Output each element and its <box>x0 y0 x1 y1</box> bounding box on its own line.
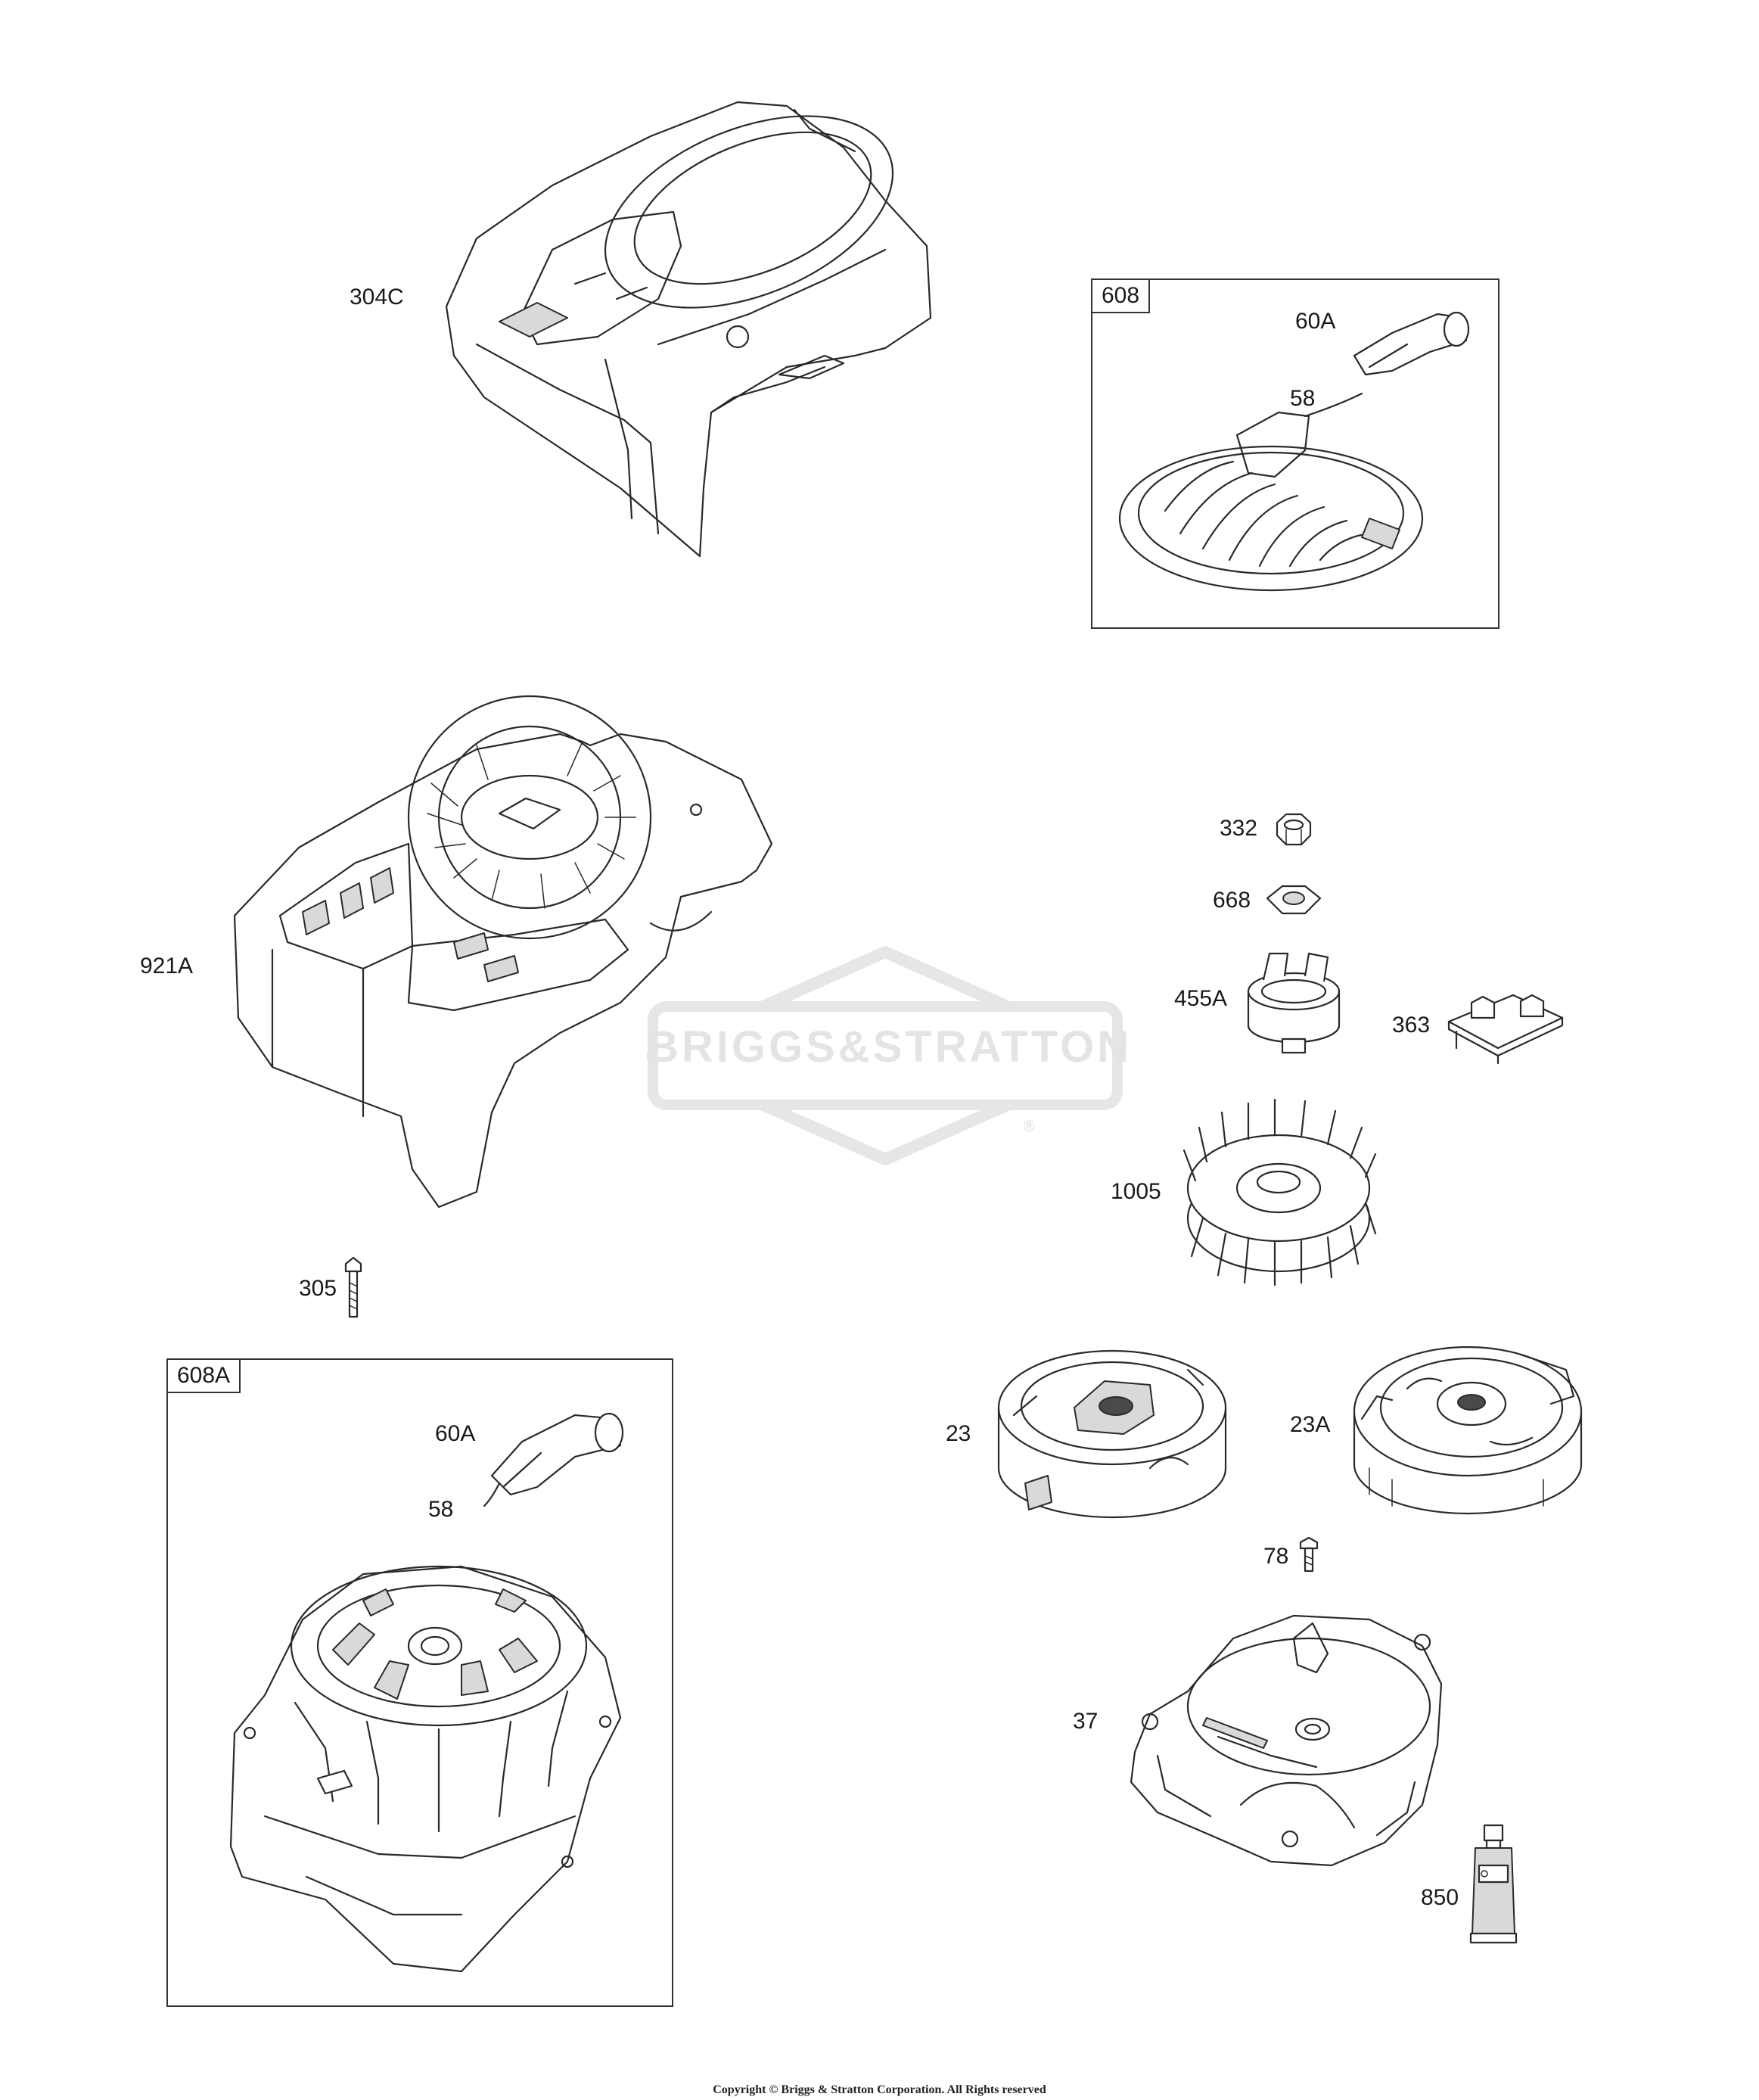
callout-78: 78 <box>1263 1544 1289 1569</box>
callout-37: 37 <box>1073 1709 1099 1734</box>
kit-608-label: 608 <box>1092 280 1151 313</box>
callout-608-58: 58 <box>1290 386 1316 411</box>
watermark-text: BRIGGS&STRATTON <box>647 1022 1133 1072</box>
part-23a-flywheel[interactable] <box>1347 1336 1589 1517</box>
callout-23: 23 <box>946 1421 971 1446</box>
part-608a-60a-starter-handle[interactable] <box>483 1404 628 1507</box>
callout-608-60a: 60A <box>1295 309 1336 334</box>
callout-1005: 1005 <box>1111 1179 1161 1204</box>
callout-608a-58: 58 <box>428 1497 454 1522</box>
watermark-diamond-icon <box>638 945 1133 1166</box>
kit-608a-label: 608A <box>168 1360 241 1393</box>
part-1005-flywheel[interactable] <box>1180 1097 1377 1286</box>
kit-608a-box: 608A <box>166 1358 673 2007</box>
part-608-rewind-starter[interactable] <box>1112 378 1430 592</box>
part-332-nut[interactable] <box>1271 811 1316 849</box>
part-304c-blower-housing[interactable] <box>431 95 946 579</box>
briggs-stratton-watermark: BRIGGS&STRATTON ® <box>638 945 1133 1166</box>
callout-332: 332 <box>1220 816 1258 841</box>
kit-608-box: 608 <box>1091 278 1500 629</box>
part-668-washer[interactable] <box>1263 882 1324 919</box>
callout-850: 850 <box>1421 1885 1459 1910</box>
part-23-flywheel[interactable] <box>991 1339 1233 1521</box>
callout-608a-60a: 60A <box>435 1421 476 1446</box>
part-608-60a-starter-handle[interactable] <box>1347 303 1475 386</box>
watermark-registered-mark: ® <box>1024 1118 1035 1135</box>
part-608a-rewind-starter[interactable] <box>212 1559 636 1983</box>
callout-363: 363 <box>1392 1013 1431 1038</box>
part-921a-blower-housing[interactable] <box>227 695 787 1215</box>
part-455a-starter-cup[interactable] <box>1241 950 1347 1056</box>
callout-305: 305 <box>299 1276 337 1301</box>
copyright-footer: Copyright © Briggs & Stratton Corporatio… <box>713 2083 1046 2096</box>
part-305-bolt[interactable] <box>342 1256 365 1324</box>
callout-455a: 455A <box>1174 986 1228 1011</box>
callout-23a: 23A <box>1290 1412 1331 1437</box>
part-78-screw[interactable] <box>1297 1536 1320 1574</box>
callout-304c: 304C <box>350 285 404 310</box>
part-850-sealant-tube[interactable] <box>1468 1824 1521 1945</box>
callout-921a: 921A <box>140 954 194 978</box>
callout-668: 668 <box>1213 888 1251 913</box>
part-363-bracket[interactable] <box>1441 988 1570 1065</box>
part-37-housing[interactable] <box>1120 1608 1453 1881</box>
